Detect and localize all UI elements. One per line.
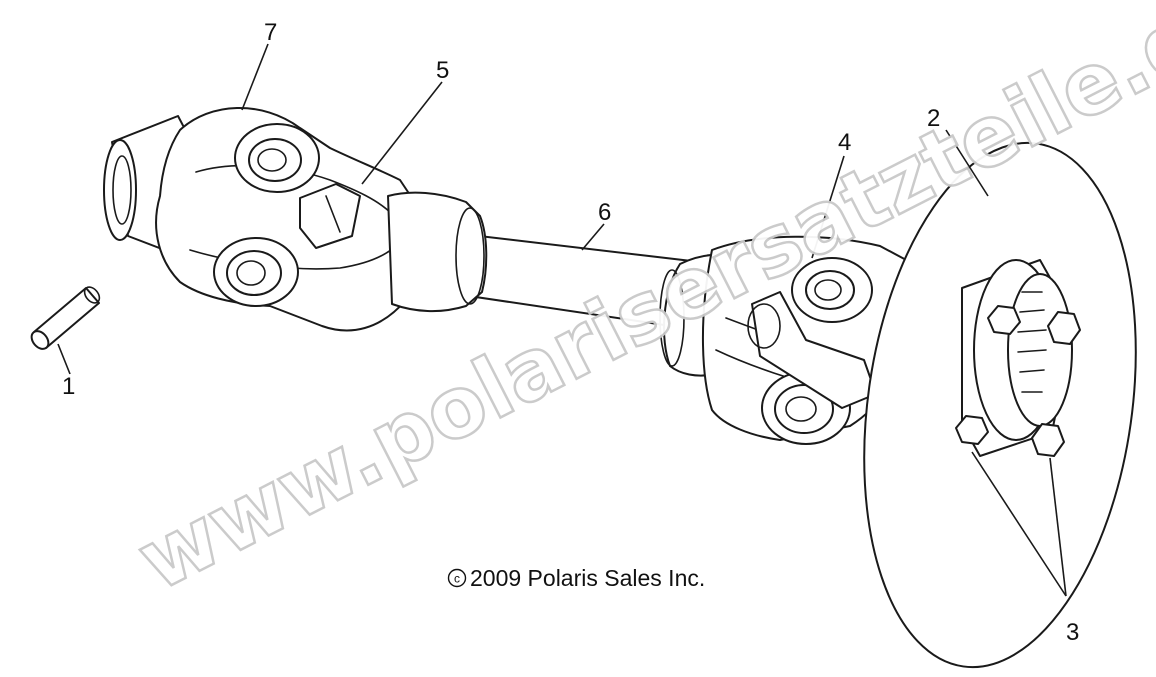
callout-6: 6: [598, 199, 611, 226]
callout-4: 4: [838, 129, 851, 156]
copyright-text: 2009 Polaris Sales Inc.: [470, 565, 705, 591]
copyright-notice: c 2009 Polaris Sales Inc.: [447, 565, 705, 591]
callout-1: 1: [62, 373, 75, 400]
brake-disc: [863, 141, 1137, 669]
roll-pin: [30, 286, 101, 350]
hub-nuts: [955, 305, 1081, 457]
callout-2: 2: [927, 105, 940, 132]
copyright-icon: [447, 568, 467, 588]
right-u-joint: [659, 235, 918, 445]
callout-5: 5: [436, 57, 449, 84]
leader-lines: [57, 43, 1067, 597]
callout-7: 7: [264, 19, 277, 46]
callout-labels: 1 2 3 4 5 6 7: [62, 19, 1079, 646]
callout-3: 3: [1066, 619, 1079, 646]
copyright-symbol: c: [454, 572, 460, 586]
left-u-joint: [103, 107, 488, 332]
